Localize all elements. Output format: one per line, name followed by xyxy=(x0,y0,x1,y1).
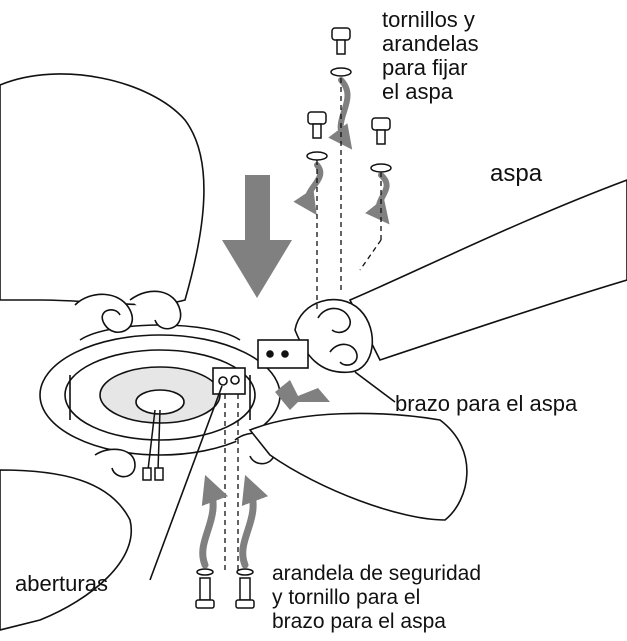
label-blade-arm: brazo para el aspa xyxy=(395,391,578,416)
guide-lines xyxy=(224,78,382,570)
screw-icon xyxy=(307,27,391,145)
down-arrow-icon xyxy=(222,175,292,298)
scroll-arm-ornament xyxy=(74,290,276,478)
label-holes: aberturas xyxy=(15,571,108,596)
label-lock-washer-screw: arandela de seguridad y tornillo para el… xyxy=(272,562,481,633)
curved-arrow-icon xyxy=(293,77,390,225)
push-arrow-icon xyxy=(275,380,330,410)
bottom-screws xyxy=(195,568,255,609)
fan-blade-lower-left xyxy=(0,469,133,631)
label-blade: aspa xyxy=(490,160,543,187)
blade xyxy=(348,179,627,361)
blade-arm xyxy=(257,298,396,403)
washer-icon xyxy=(306,67,392,173)
pull-chain xyxy=(142,409,164,481)
up-arrow-icon xyxy=(199,474,269,569)
label-mounting-screws: tornillos y arandelas para fijar el aspa xyxy=(382,7,479,104)
fan-blade-upper-left xyxy=(0,73,205,306)
fan-blade-lower-right xyxy=(248,412,468,521)
bracket-holes xyxy=(149,367,246,581)
